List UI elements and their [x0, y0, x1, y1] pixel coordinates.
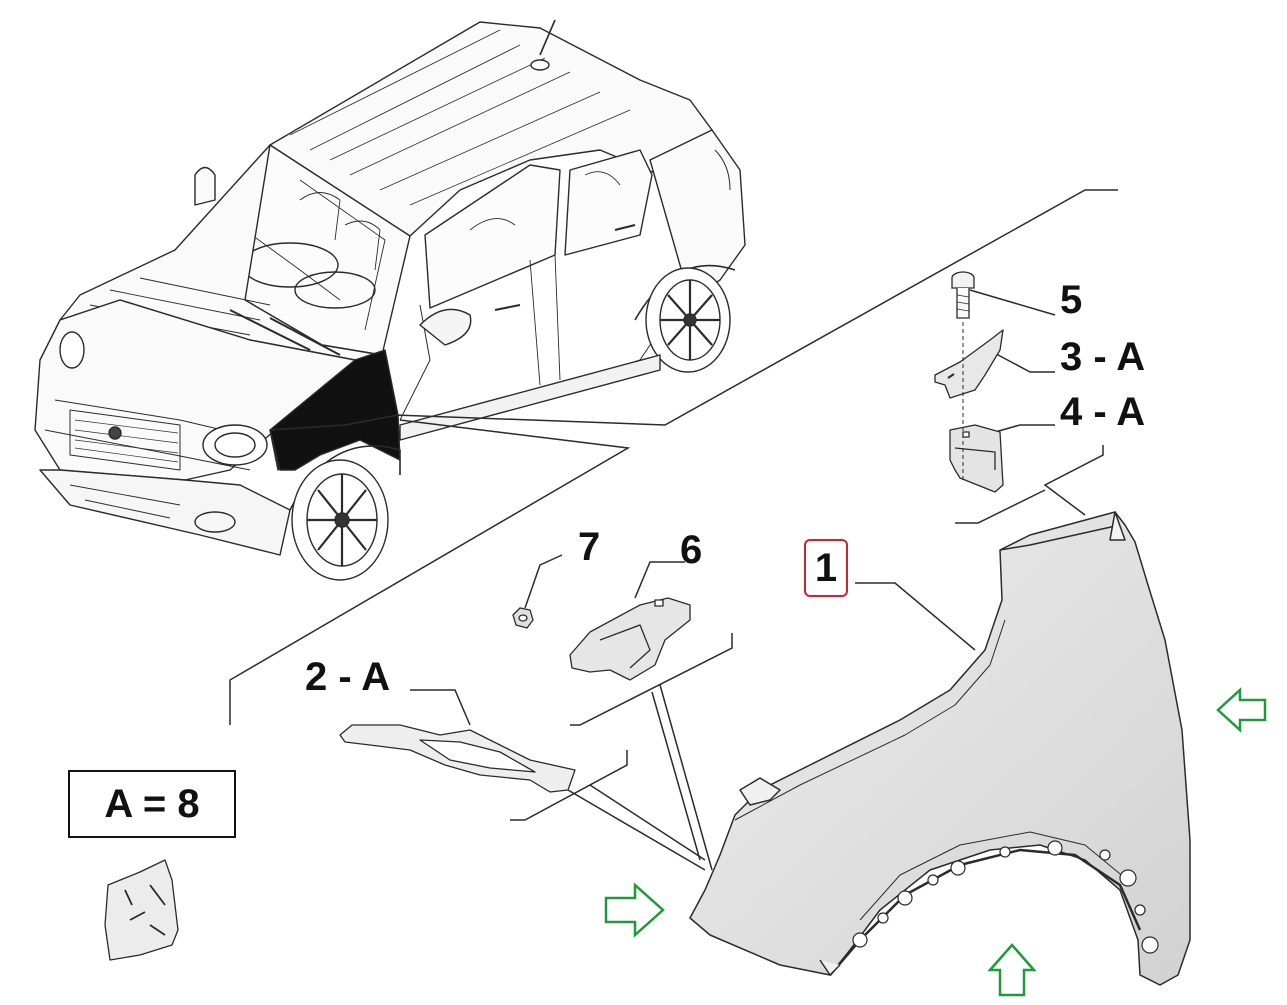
nut-part	[512, 607, 534, 629]
part-1-text: 1	[814, 545, 838, 590]
part-6-label: 6	[680, 528, 703, 572]
arrow-right-icon	[604, 882, 665, 938]
bolt-part	[951, 271, 975, 319]
part-7-label: 7	[578, 525, 601, 569]
fender-part	[689, 511, 1191, 986]
arrow-up-icon	[987, 943, 1037, 997]
arrow-left-icon	[1216, 687, 1267, 733]
car-illustration	[34, 19, 746, 581]
support-bracket-part	[569, 597, 691, 681]
clip-part	[934, 329, 1004, 399]
clip-a-part	[104, 859, 179, 961]
part-3-label: 3 - A	[1060, 335, 1146, 379]
part-4-label: 4 - A	[1060, 390, 1146, 434]
bracket-part	[339, 724, 576, 793]
part-2-label: 2 - A	[305, 655, 391, 699]
direction-arrows	[604, 687, 1267, 997]
legend-text: A = 8	[104, 781, 200, 826]
part-1-label: 1	[804, 539, 848, 597]
callout-lines	[229, 189, 1118, 871]
block-bracket-part	[949, 424, 1004, 493]
part-5-label: 5	[1060, 278, 1083, 322]
legend-box: A = 8	[68, 770, 236, 838]
